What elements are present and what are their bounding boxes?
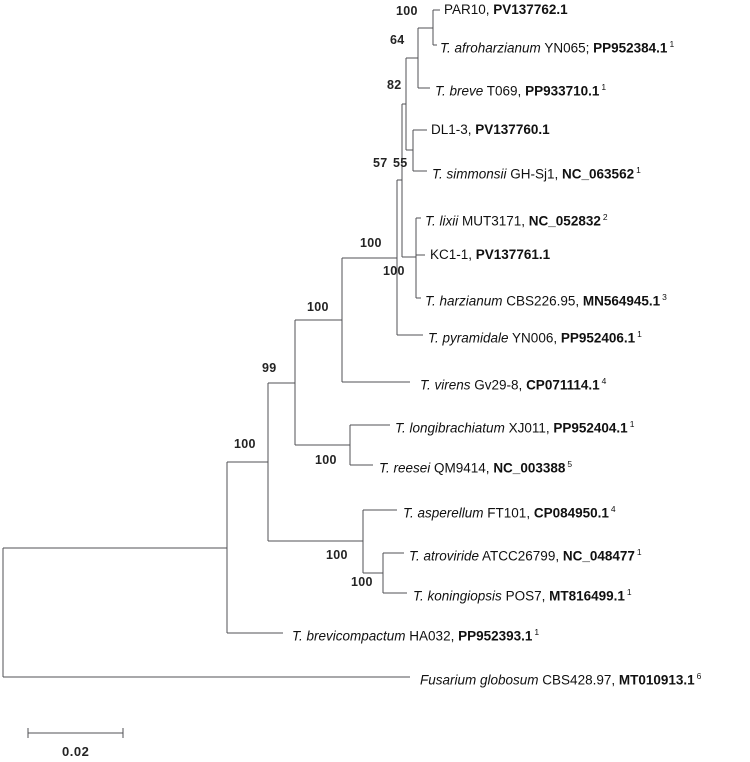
taxon-name: T. brevicompactum [292, 628, 406, 644]
tip-superscript: 1 [534, 627, 540, 637]
taxon-name: T. simmonsii [432, 166, 507, 182]
tip-superscript: 1 [669, 39, 675, 49]
tip-superscript: 1 [636, 165, 641, 175]
accession-number: CP084950.1 [533, 505, 609, 521]
support-value: 55 [393, 156, 408, 170]
taxon-name: POS7, [501, 588, 550, 604]
taxon-name: T. koningiopsis [413, 588, 502, 604]
tip-superscript: 4 [610, 504, 616, 514]
accession-number: PV137762.1 [493, 2, 568, 17]
taxon-name: T. afroharzianum [440, 40, 541, 56]
accession-number: NC_063562 [562, 166, 635, 182]
taxon-name: YN065; [540, 40, 594, 56]
taxon-name: T. virens [420, 377, 471, 393]
accession-number: PP952406.1 [560, 330, 636, 346]
taxon-name: CBS428.97, [538, 672, 619, 688]
tip-superscript: 5 [567, 459, 573, 469]
scale-bar-label: 0.02 [62, 744, 90, 759]
tip-label: PAR10, PV137762.1 [444, 1, 568, 18]
accession-number: MT010913.1 [618, 672, 695, 688]
support-value: 100 [383, 264, 405, 278]
taxon-name: T. lixii [425, 213, 459, 229]
tip-label: DL1-3, PV137760.1 [431, 121, 550, 138]
accession-number: PV137760.1 [475, 122, 550, 137]
tip-superscript: 6 [696, 671, 702, 681]
taxon-name: T. breve [435, 83, 484, 99]
taxon-name: YN006, [508, 330, 561, 346]
taxon-name: T. harzianum [425, 293, 503, 309]
taxon-name: PAR10, [444, 2, 494, 17]
taxon-name: T. pyramidale [428, 330, 509, 346]
taxon-name: FT101, [483, 505, 534, 521]
tip-superscript: 1 [637, 329, 642, 339]
taxon-name: T. reesei [379, 460, 431, 476]
support-value: 100 [326, 548, 348, 562]
support-value: 57 [373, 156, 388, 170]
support-value: 100 [307, 300, 329, 314]
support-value: 100 [351, 575, 373, 589]
taxon-name: T. atroviride [409, 548, 480, 564]
taxon-name: QM9414, [430, 460, 494, 476]
support-value: 64 [390, 33, 405, 47]
accession-number: NC_052832 [528, 213, 601, 229]
support-value: 100 [396, 4, 418, 18]
tip-superscript: 2 [602, 212, 608, 222]
taxon-name: HA032, [405, 628, 459, 644]
accession-number: NC_003388 [493, 460, 566, 476]
taxon-name: CBS226.95, [502, 293, 583, 309]
taxon-name: MUT3171, [458, 213, 529, 229]
accession-number: PP952404.1 [553, 420, 628, 436]
tip-superscript: 1 [601, 82, 607, 92]
tip-label: KC1-1, PV137761.1 [430, 246, 550, 263]
tip-superscript: 1 [626, 587, 632, 597]
taxon-name: XJ011, [504, 420, 554, 436]
support-value: 100 [360, 236, 382, 250]
support-value: 99 [262, 361, 277, 375]
taxon-name: T. longibrachiatum [395, 420, 505, 436]
support-value: 82 [387, 78, 402, 92]
accession-number: PP952393.1 [458, 628, 533, 644]
support-value: 100 [315, 453, 337, 467]
tip-superscript: 1 [636, 547, 642, 557]
taxon-name: T. asperellum [403, 505, 484, 521]
tip-superscript: 4 [601, 376, 607, 386]
accession-number: CP071114.1 [526, 377, 600, 393]
accession-number: MN564945.1 [582, 293, 661, 309]
accession-number: MT816499.1 [549, 588, 625, 604]
taxon-name: KC1-1, [430, 247, 476, 262]
accession-number: PP952384.1 [593, 40, 668, 56]
taxon-name: GH-Sj1, [506, 166, 563, 182]
taxon-name: T069, [483, 83, 526, 99]
taxon-name: ATCC26799, [479, 548, 563, 564]
taxon-name: Gv29-8, [470, 377, 527, 393]
taxon-name: DL1-3, [431, 122, 476, 137]
support-value: 100 [234, 437, 256, 451]
taxon-name: Fusarium globosum [420, 672, 539, 688]
accession-number: PP933710.1 [525, 83, 600, 99]
accession-number: PV137761.1 [475, 247, 551, 262]
tip-superscript: 1 [629, 419, 635, 429]
accession-number: NC_048477 [562, 548, 635, 564]
tip-superscript: 3 [662, 292, 667, 302]
